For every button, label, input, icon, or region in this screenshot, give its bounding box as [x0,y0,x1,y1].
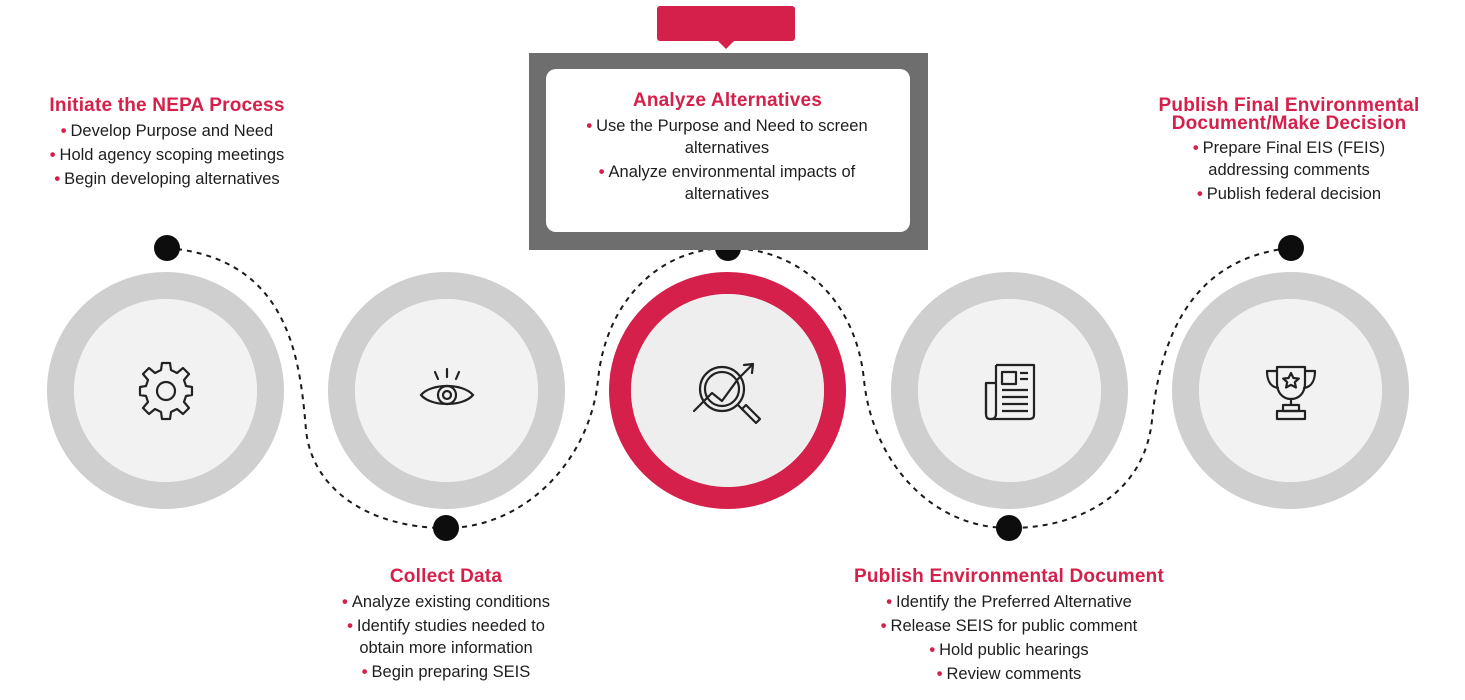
step-bullet: Hold agency scoping meetings [0,144,334,166]
current-step-pointer [717,40,735,49]
step-ring-final [1172,272,1409,509]
step-title: Publish Environmental Document [853,566,1165,587]
step-ring-analyze [609,272,846,509]
connector-node-4 [996,515,1022,541]
document-icon [984,363,1035,420]
step-bullet: Identify studies needed to obtain more i… [341,615,551,659]
step-text-initiate: Initiate the NEPA Process Develop Purpos… [0,96,334,192]
step-title: Publish Final Environmental Document/Mak… [1158,95,1420,134]
step-bullet: Publish federal decision [1122,183,1456,205]
step-bullet: Release SEIS for public comment [820,615,1198,637]
trophy-icon [1265,365,1316,420]
step-bullet: Prepare Final EIS (FEIS) addressing comm… [1169,137,1409,181]
step-text-analyze: Analyze Alternatives Use the Purpose and… [560,91,895,207]
step-title: Initiate the NEPA Process [49,95,285,116]
step-bullet: Use the Purpose and Need to screen alter… [577,115,877,159]
step-text-publish: Publish Environmental Document Identify … [820,567,1198,687]
magnifier-chart-icon [692,362,761,424]
step-title: Collect Data [389,566,503,587]
step-ring-initiate [47,272,284,509]
step-bullet: Review comments [820,663,1198,685]
dashed-connector-line [166,246,1292,530]
gear-icon [138,361,193,420]
eye-icon [419,367,474,405]
current-step-marker [657,6,795,41]
step-bullet: Begin developing alternatives [0,168,334,190]
connector-node-2 [433,515,459,541]
step-bullet: Analyze environmental impacts of alterna… [567,161,887,205]
step-ring-collect [328,272,565,509]
step-bullet: Analyze existing conditions [305,591,587,613]
step-title: Analyze Alternatives [632,90,823,111]
step-ring-publish [891,272,1128,509]
step-text-collect: Collect Data Analyze existing conditions… [305,567,587,685]
step-bullet: Develop Purpose and Need [0,120,334,142]
step-bullet: Hold public hearings [820,639,1198,661]
step-bullet: Identify the Preferred Alternative [820,591,1198,613]
connector-node-1 [154,235,180,261]
step-text-final: Publish Final Environmental Document/Mak… [1122,95,1456,207]
step-bullet: Begin preparing SEIS [305,661,587,683]
connector-node-5 [1278,235,1304,261]
